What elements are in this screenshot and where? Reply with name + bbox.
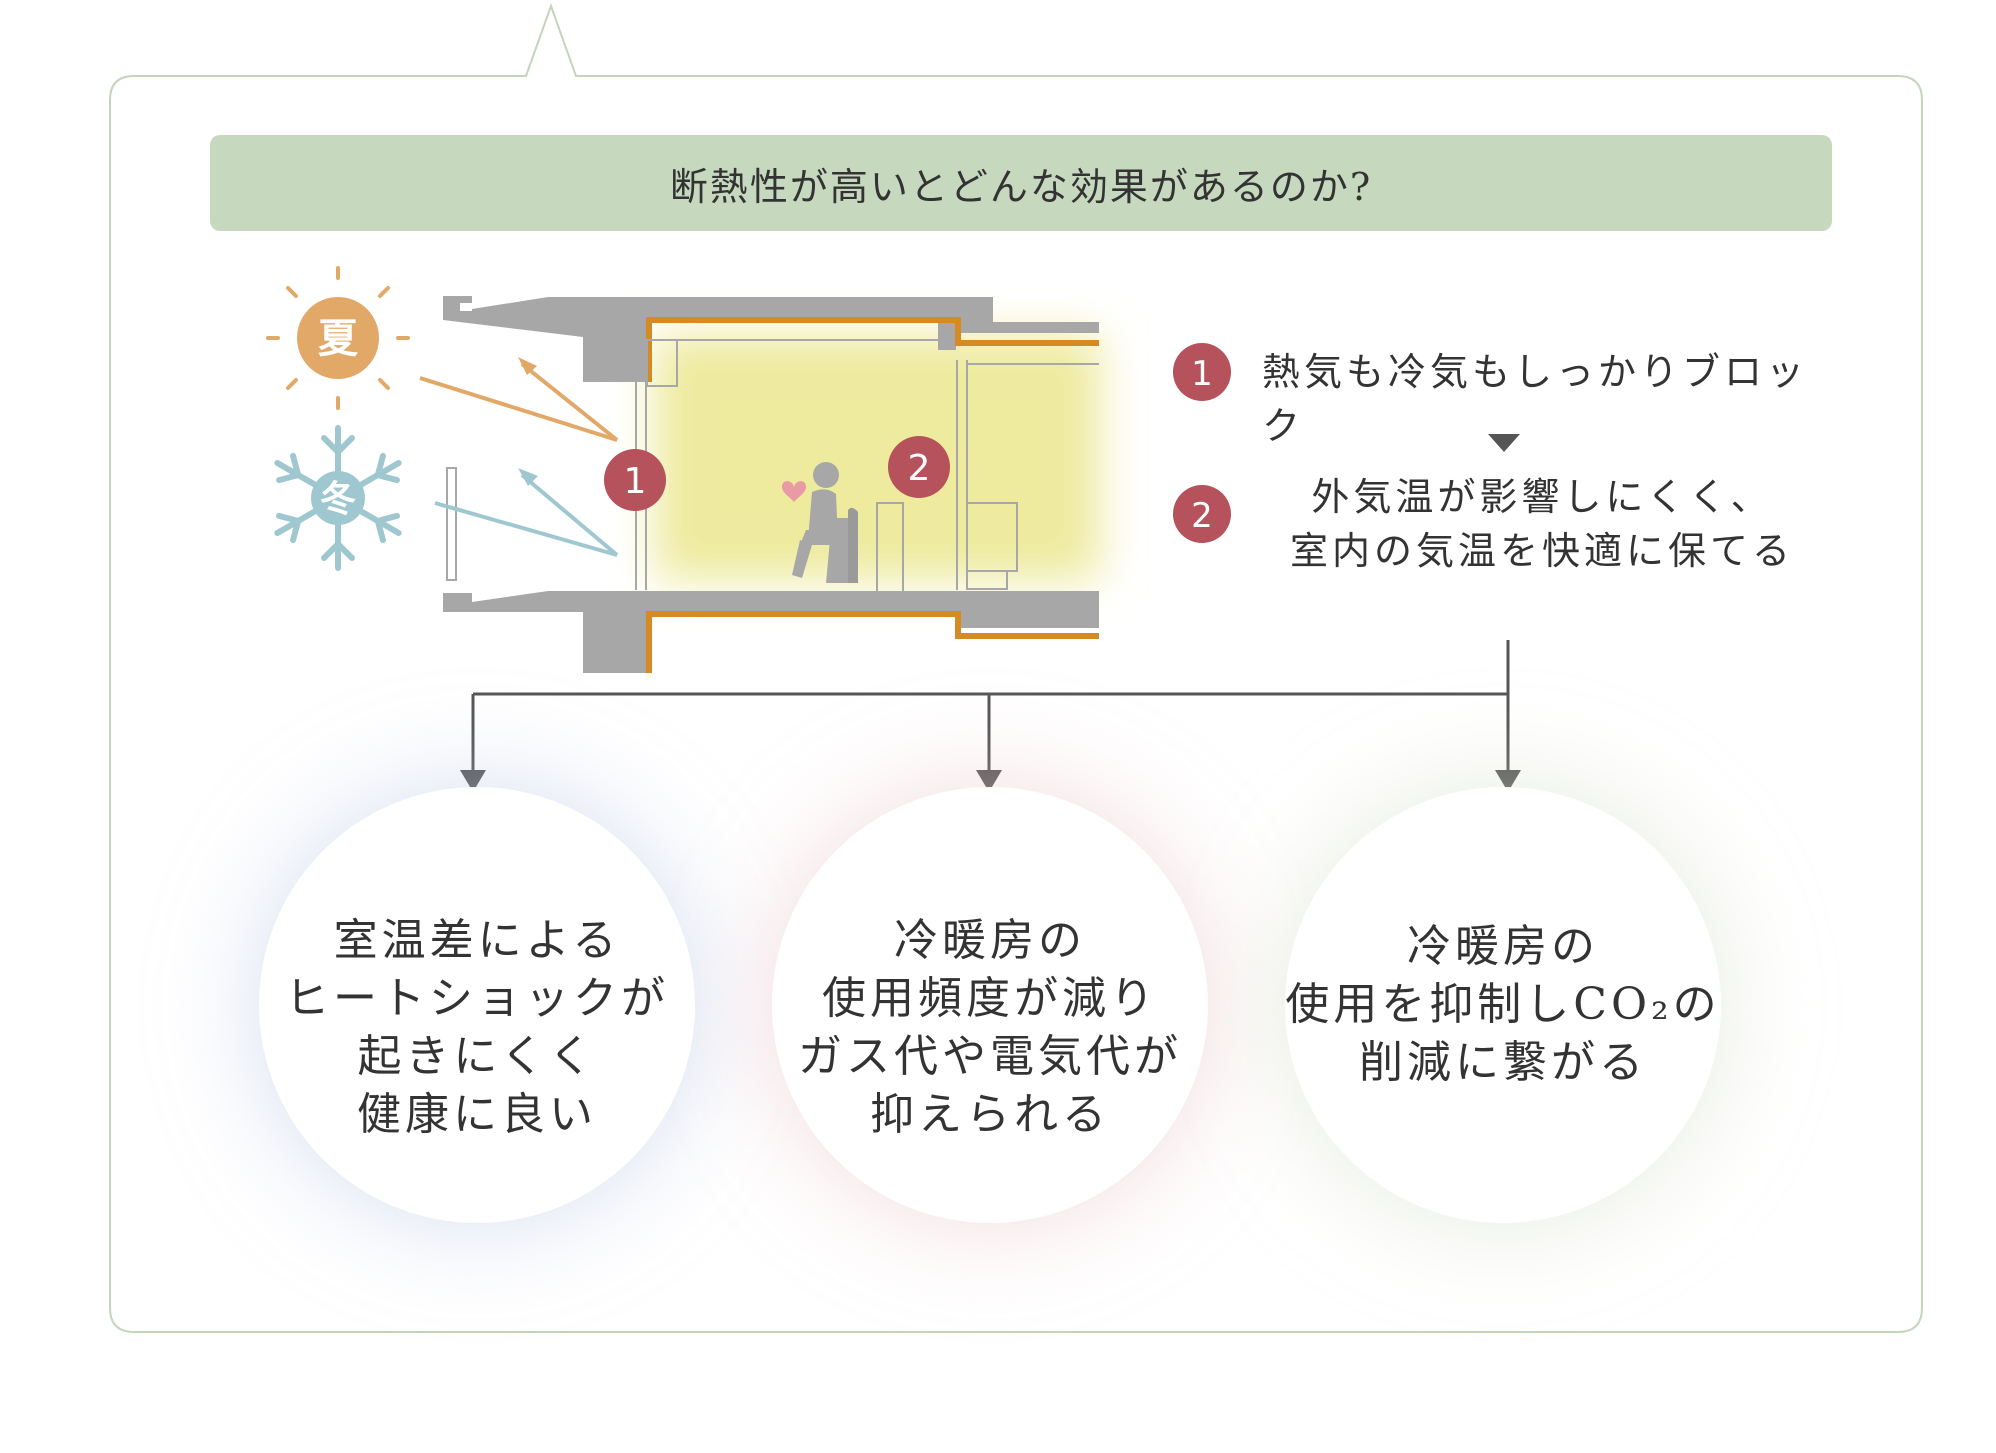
step-2-line-1: 外気温が影響しにくく、: [1311, 475, 1773, 519]
snowflake-icon: 冬: [274, 425, 402, 571]
building-section: 1 2: [419, 296, 1100, 673]
diagram-marker-1: 1: [624, 461, 647, 502]
effect-2-circle: [772, 787, 1208, 1223]
exterior-pane: [446, 467, 457, 581]
summer-arrows: [419, 357, 619, 442]
effect-2-text: 冷暖房の 使用頻度が減り ガス代や電気代が 抑えられる: [770, 912, 1210, 1144]
step-2-badge: [1173, 485, 1231, 543]
effect-3-line-2: 使用を抑制しCO₂の: [1285, 979, 1721, 1030]
furniture-left: [876, 502, 904, 594]
diagram-marker-2-circle: [888, 436, 950, 498]
step-2-text: 外気温が影響しにくく、 室内の気温を快適に保てる: [1262, 470, 1822, 578]
lower-insulation: [646, 611, 1099, 673]
heart-icon: [782, 481, 806, 502]
diagram-marker-1-circle: [604, 449, 666, 511]
effect-1-line-2: ヒートショックが: [285, 973, 669, 1024]
effect-1-circle: [259, 787, 695, 1223]
furniture-base: [966, 570, 1008, 590]
effect-2-line-4: 抑えられる: [870, 1089, 1110, 1140]
sun-icon: 夏: [266, 266, 410, 410]
step-1-badge: [1173, 343, 1231, 401]
summer-label: 夏: [318, 316, 359, 362]
title-bar: [210, 135, 1832, 231]
effect-1-line-1: 室温差による: [333, 915, 621, 966]
diagram-marker-2: 2: [908, 448, 931, 489]
effect-3-text: 冷暖房の 使用を抑制しCO₂の 削減に繋がる: [1283, 918, 1723, 1092]
winter-label: 冬: [320, 479, 356, 520]
person-icon: [792, 462, 858, 583]
effect-2-line-1: 冷暖房の: [894, 915, 1086, 966]
step-2-line-2: 室内の気温を快適に保てる: [1289, 529, 1794, 573]
effect-1-line-3: 起きにくく: [357, 1031, 597, 1082]
upper-slab-notch: [460, 303, 472, 311]
effect-3-line-1: 冷暖房の: [1407, 921, 1599, 972]
triangle-down-icon: [1488, 434, 1520, 452]
effect-3-circle: [1285, 787, 1721, 1223]
step-1-text: 熱気も冷気もしっかりブロック: [1262, 350, 1809, 448]
effect-1-line-4: 健康に良い: [357, 1089, 597, 1140]
step-2-num: 2: [1191, 496, 1213, 536]
step-1-num: 1: [1191, 354, 1213, 394]
effect-2-line-3: ガス代や電気代が: [798, 1031, 1182, 1082]
window-frame-top: [646, 339, 678, 387]
effect-1-text: 室温差による ヒートショックが 起きにくく 健康に良い: [257, 912, 697, 1144]
page-title: 断熱性が高いとどんな効果があるのか?: [669, 164, 1373, 209]
effect-3-line-3: 削減に繋がる: [1359, 1037, 1647, 1088]
winter-arrows: [434, 468, 619, 557]
effect-2-line-2: 使用頻度が減り: [822, 973, 1158, 1024]
